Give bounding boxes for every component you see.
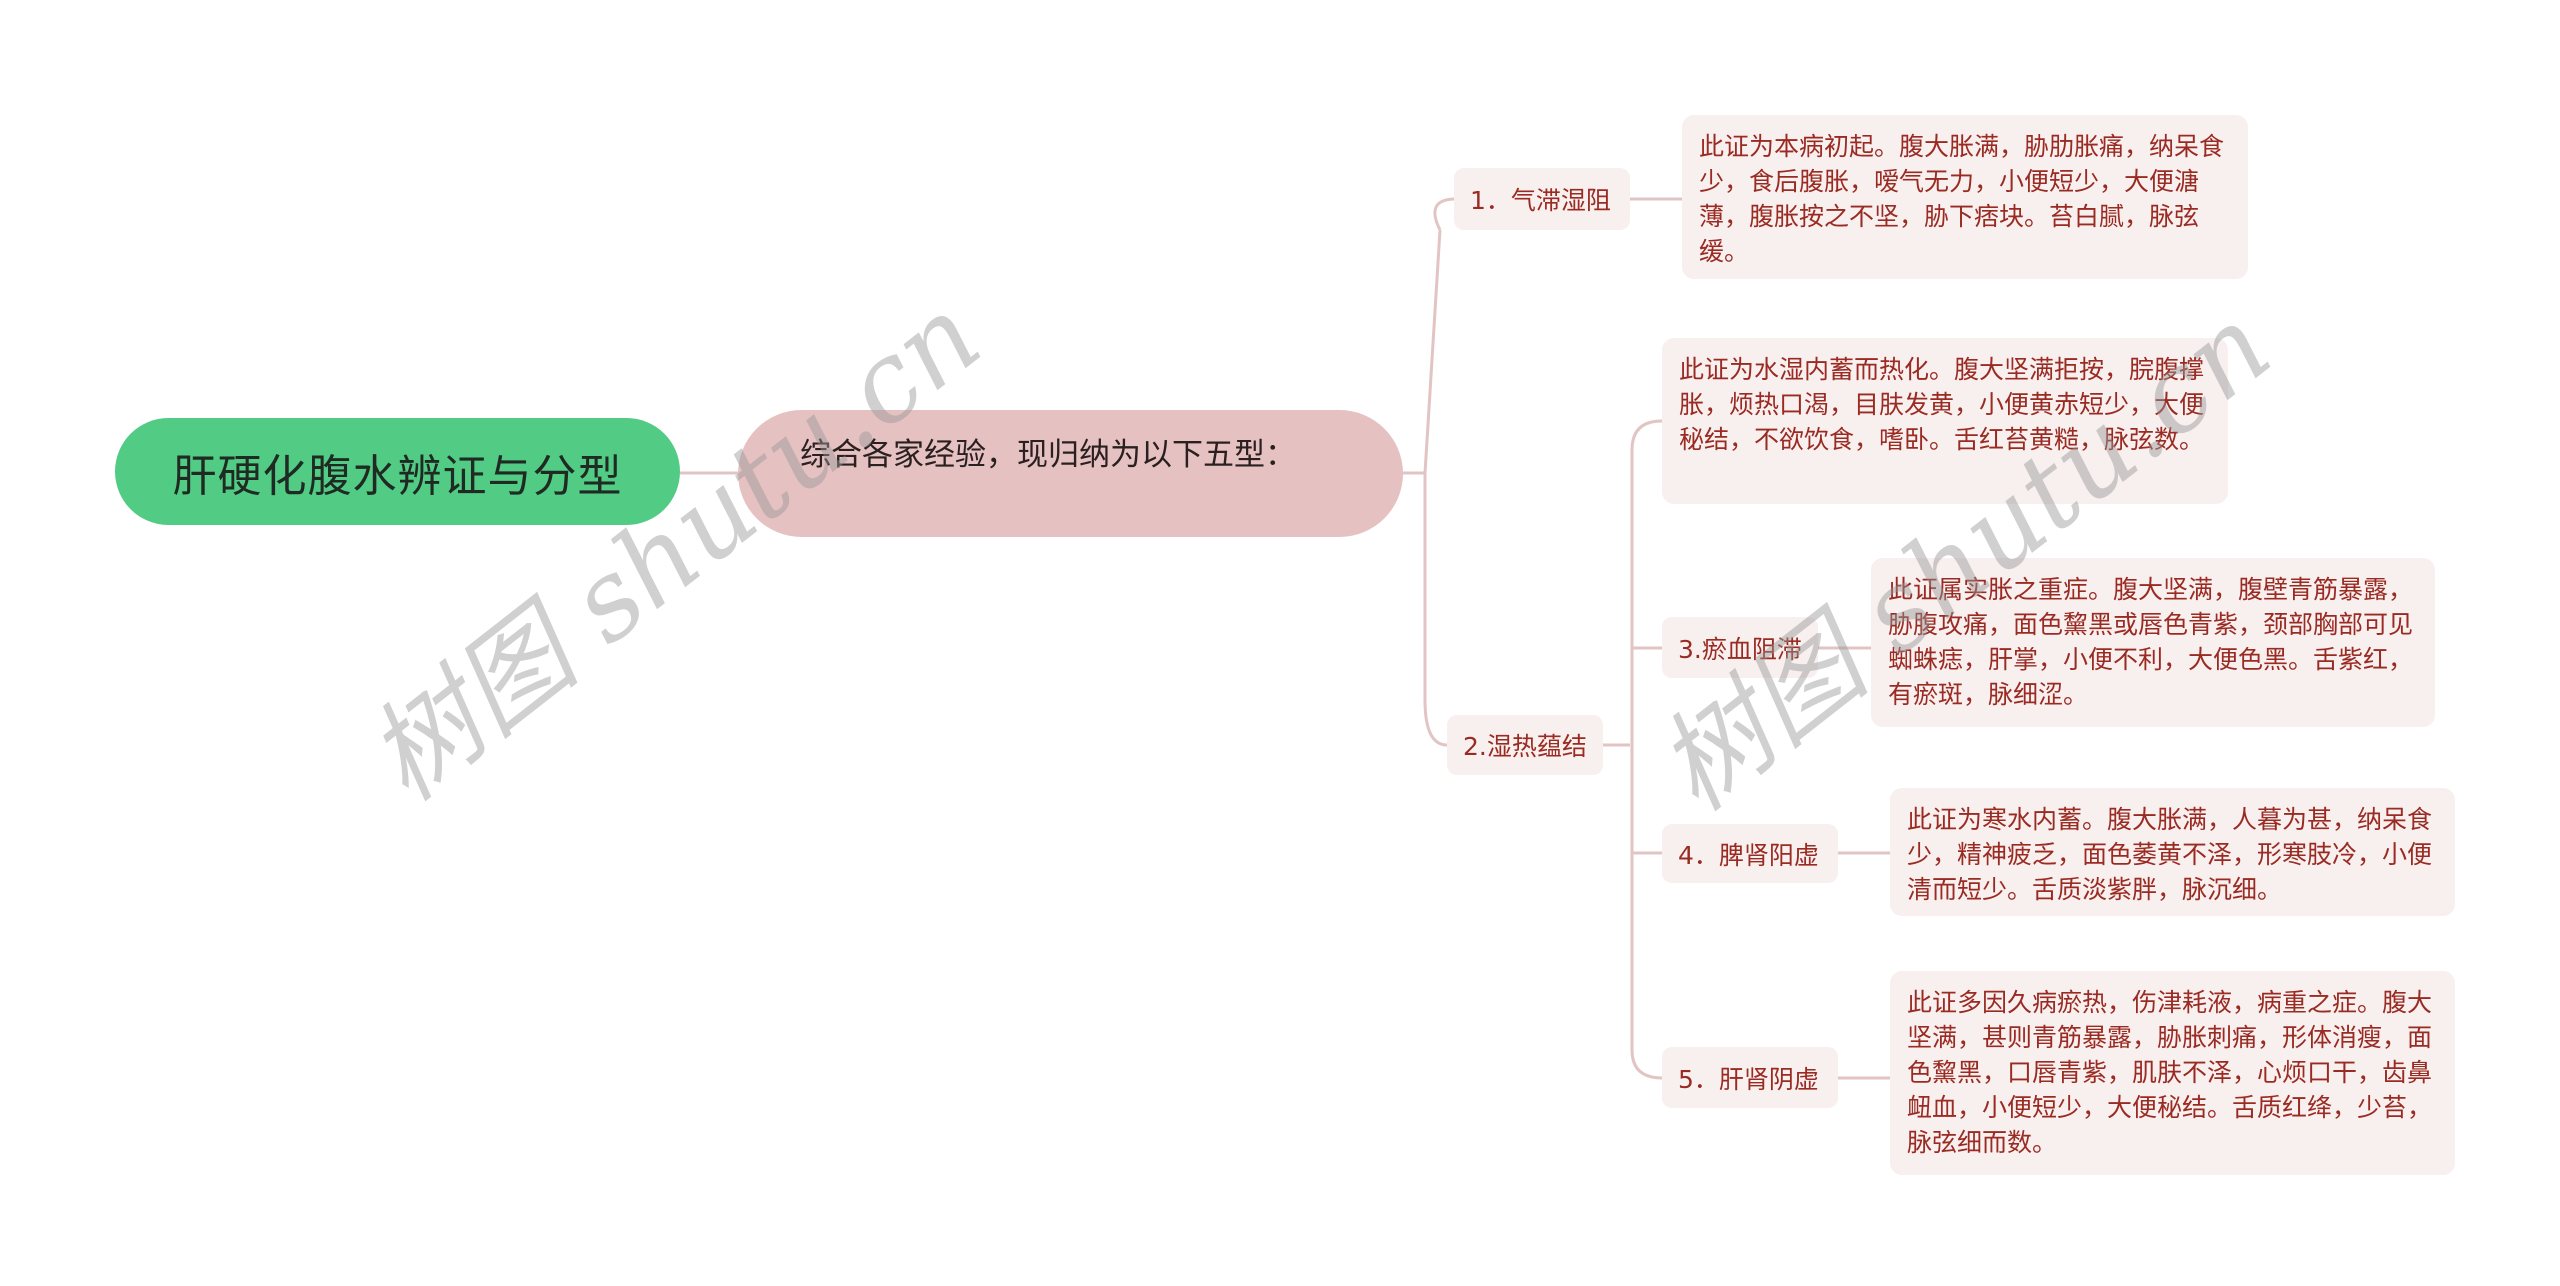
branch-node-5[interactable]: 5．肝肾阴虚 [1662,1047,1838,1108]
description-text: 此证为寒水内蓄。腹大胀满，人暮为甚，纳呆食少，精神疲乏，面色萎黄不泽，形寒肢冷，… [1907,805,2433,904]
branch-label: 2.湿热蕴结 [1463,732,1587,761]
connector-trunk [1423,197,1455,747]
description-text: 此证属实胀之重症。腹大坚满，腹壁青筋暴露，胁腹攻痛，面色黧黑或唇色青紫，颈部胸部… [1888,575,2414,709]
branch-description-2[interactable]: 此证为水湿内蓄而热化。腹大坚满拒按，脘腹撑胀，烦热口渴，目肤发黄，小便黄赤短少，… [1662,338,2228,504]
branch-node-4[interactable]: 4．脾肾阳虚 [1662,824,1838,883]
description-text: 此证为本病初起。腹大胀满，胁肋胀痛，纳呆食少，食后腹胀，嗳气无力，小便短少，大便… [1699,132,2225,266]
branch-label: 5．肝肾阴虚 [1678,1064,1819,1094]
branch-label: 1．气滞湿阻 [1470,186,1611,215]
branch-description-3[interactable]: 此证属实胀之重症。腹大坚满，腹壁青筋暴露，胁腹攻痛，面色黧黑或唇色青紫，颈部胸部… [1871,558,2435,727]
branch-label: 3.瘀血阻滞 [1678,634,1802,664]
branch-node-1[interactable]: 1．气滞湿阻 [1454,168,1630,230]
branch-description-1[interactable]: 此证为本病初起。腹大胀满，胁肋胀痛，纳呆食少，食后腹胀，嗳气无力，小便短少，大便… [1682,115,2248,279]
description-text: 此证为水湿内蓄而热化。腹大坚满拒按，脘腹撑胀，烦热口渴，目肤发黄，小便黄赤短少，… [1679,355,2205,454]
branch-label: 4．脾肾阳虚 [1678,840,1819,870]
summary-label: 综合各家经验，现归纳为以下五型： [800,437,1296,473]
root-node[interactable]: 肝硬化腹水辨证与分型 [115,418,680,525]
connector-node2-children [1630,419,1663,1080]
root-label: 肝硬化腹水辨证与分型 [172,450,623,502]
branch-node-2[interactable]: 2.湿热蕴结 [1447,715,1603,775]
branch-description-4[interactable]: 此证为寒水内蓄。腹大胀满，人暮为甚，纳呆食少，精神疲乏，面色萎黄不泽，形寒肢冷，… [1890,788,2455,916]
summary-node[interactable]: 综合各家经验，现归纳为以下五型： [738,410,1403,537]
description-text: 此证多因久病瘀热，伤津耗液，病重之症。腹大坚满，甚则青筋暴露，胁胀刺痛，形体消瘦… [1907,988,2433,1157]
branch-description-5[interactable]: 此证多因久病瘀热，伤津耗液，病重之症。腹大坚满，甚则青筋暴露，胁胀刺痛，形体消瘦… [1890,971,2455,1175]
branch-node-3[interactable]: 3.瘀血阻滞 [1662,617,1818,678]
